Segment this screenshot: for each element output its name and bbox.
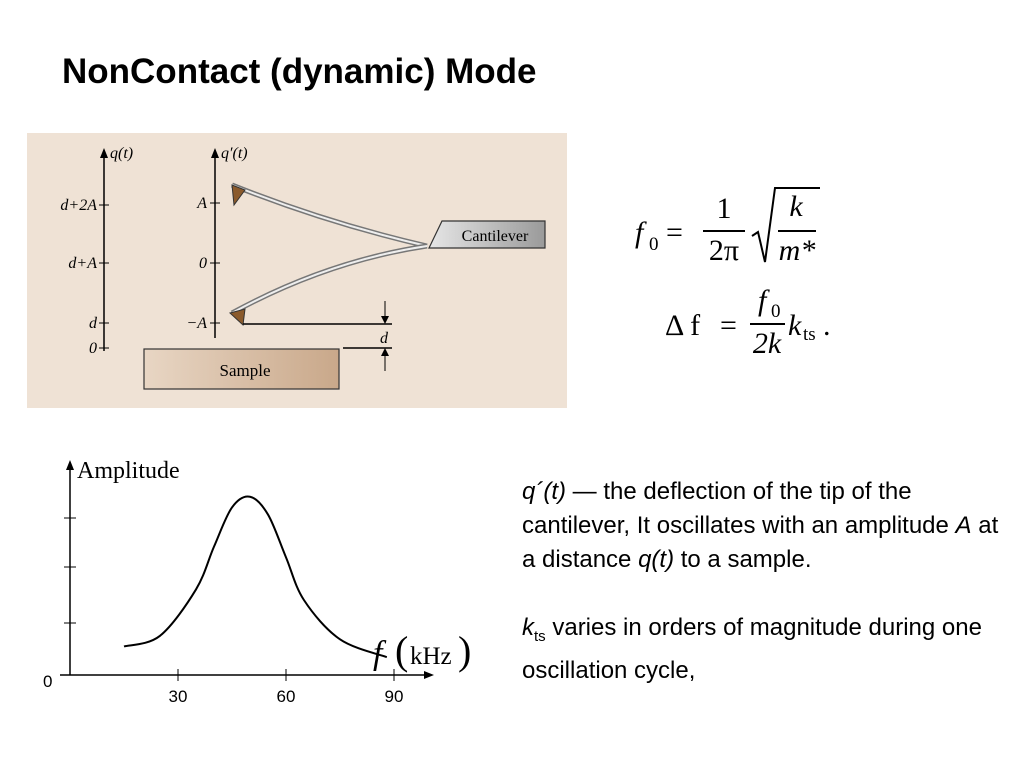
f0-numerator-sub: 0 xyxy=(771,301,781,322)
tick-a: A xyxy=(196,195,207,212)
sample-block xyxy=(143,348,340,390)
gap-label: d xyxy=(380,330,389,347)
delta-f: Δ f xyxy=(665,309,700,342)
formula-period: . xyxy=(823,309,831,342)
equals-2: = xyxy=(720,309,737,342)
kts-subscript: ts xyxy=(534,627,546,645)
qprime-axis-label: q′(t) xyxy=(221,145,248,162)
q-prime-term: q´(t) xyxy=(522,478,566,505)
kts-description: kts varies in orders of magnitude during… xyxy=(522,611,1017,688)
x-axis-paren-close: ) xyxy=(458,628,471,673)
x-tick-label: 60 xyxy=(277,687,296,706)
k-over: k xyxy=(789,190,803,223)
formulas: f 0 = 1 2π k m* Δ f = f 0 2k k ts . xyxy=(630,180,850,370)
tick-d-plus-a: d+A xyxy=(68,255,97,272)
resonance-curve xyxy=(123,495,388,659)
tick-d-plus-2a: d+2A xyxy=(60,197,97,214)
f0-subscript: 0 xyxy=(649,234,659,255)
two-k: 2k xyxy=(753,327,782,360)
tick-zero-qprime: 0 xyxy=(199,255,207,272)
cantilever-beam-down xyxy=(230,243,428,316)
q-axis-label: q(t) xyxy=(110,145,133,162)
tip-up xyxy=(231,184,246,207)
tick-minus-a: −A xyxy=(186,315,207,332)
k-ts: k xyxy=(788,309,802,342)
x-axis-unit: kHz xyxy=(410,643,452,670)
desc-part-c: to a sample. xyxy=(674,546,812,573)
tick-zero-q: 0 xyxy=(89,340,97,357)
f0-symbol: f xyxy=(635,216,647,249)
equals-1: = xyxy=(666,216,683,249)
amplitude-term: A xyxy=(955,512,972,539)
qt-term: q(t) xyxy=(638,546,675,573)
kts-text: varies in orders of magnitude during one… xyxy=(522,614,982,684)
k-ts-subscript: ts xyxy=(803,324,816,345)
desc-part-b: at a distance xyxy=(522,512,999,573)
numerator-one: 1 xyxy=(717,192,732,225)
cantilever-label: Cantilever xyxy=(462,228,529,245)
cantilever-block xyxy=(428,220,546,249)
sqrt-sign xyxy=(751,187,820,263)
cantilever-beam-up xyxy=(231,182,428,249)
sample-label: Sample xyxy=(220,361,271,380)
origin-label: 0 xyxy=(43,672,52,691)
x-tick-label: 30 xyxy=(169,687,188,706)
m-star: m* xyxy=(779,234,816,267)
two-pi: 2π xyxy=(709,234,739,267)
x-axis-paren-open: ( xyxy=(395,628,408,673)
kts-term: k xyxy=(522,614,534,641)
tick-d: d xyxy=(89,315,98,332)
cantilever-schematic: q(t) d+2A d+A d 0 q′(t) A 0 −A Cantileve… xyxy=(27,133,567,408)
desc-part-a: — the deflection of the tip of the canti… xyxy=(522,478,956,539)
f0-numerator: f xyxy=(758,284,770,317)
description-text: q´(t) — the deflection of the tip of the… xyxy=(522,475,1017,688)
tip-down xyxy=(228,308,246,327)
deflection-description: q´(t) — the deflection of the tip of the… xyxy=(522,475,1017,577)
y-axis-label: Amplitude xyxy=(77,458,180,484)
page-title: NonContact (dynamic) Mode xyxy=(62,52,537,91)
x-tick-label: 90 xyxy=(385,687,404,706)
